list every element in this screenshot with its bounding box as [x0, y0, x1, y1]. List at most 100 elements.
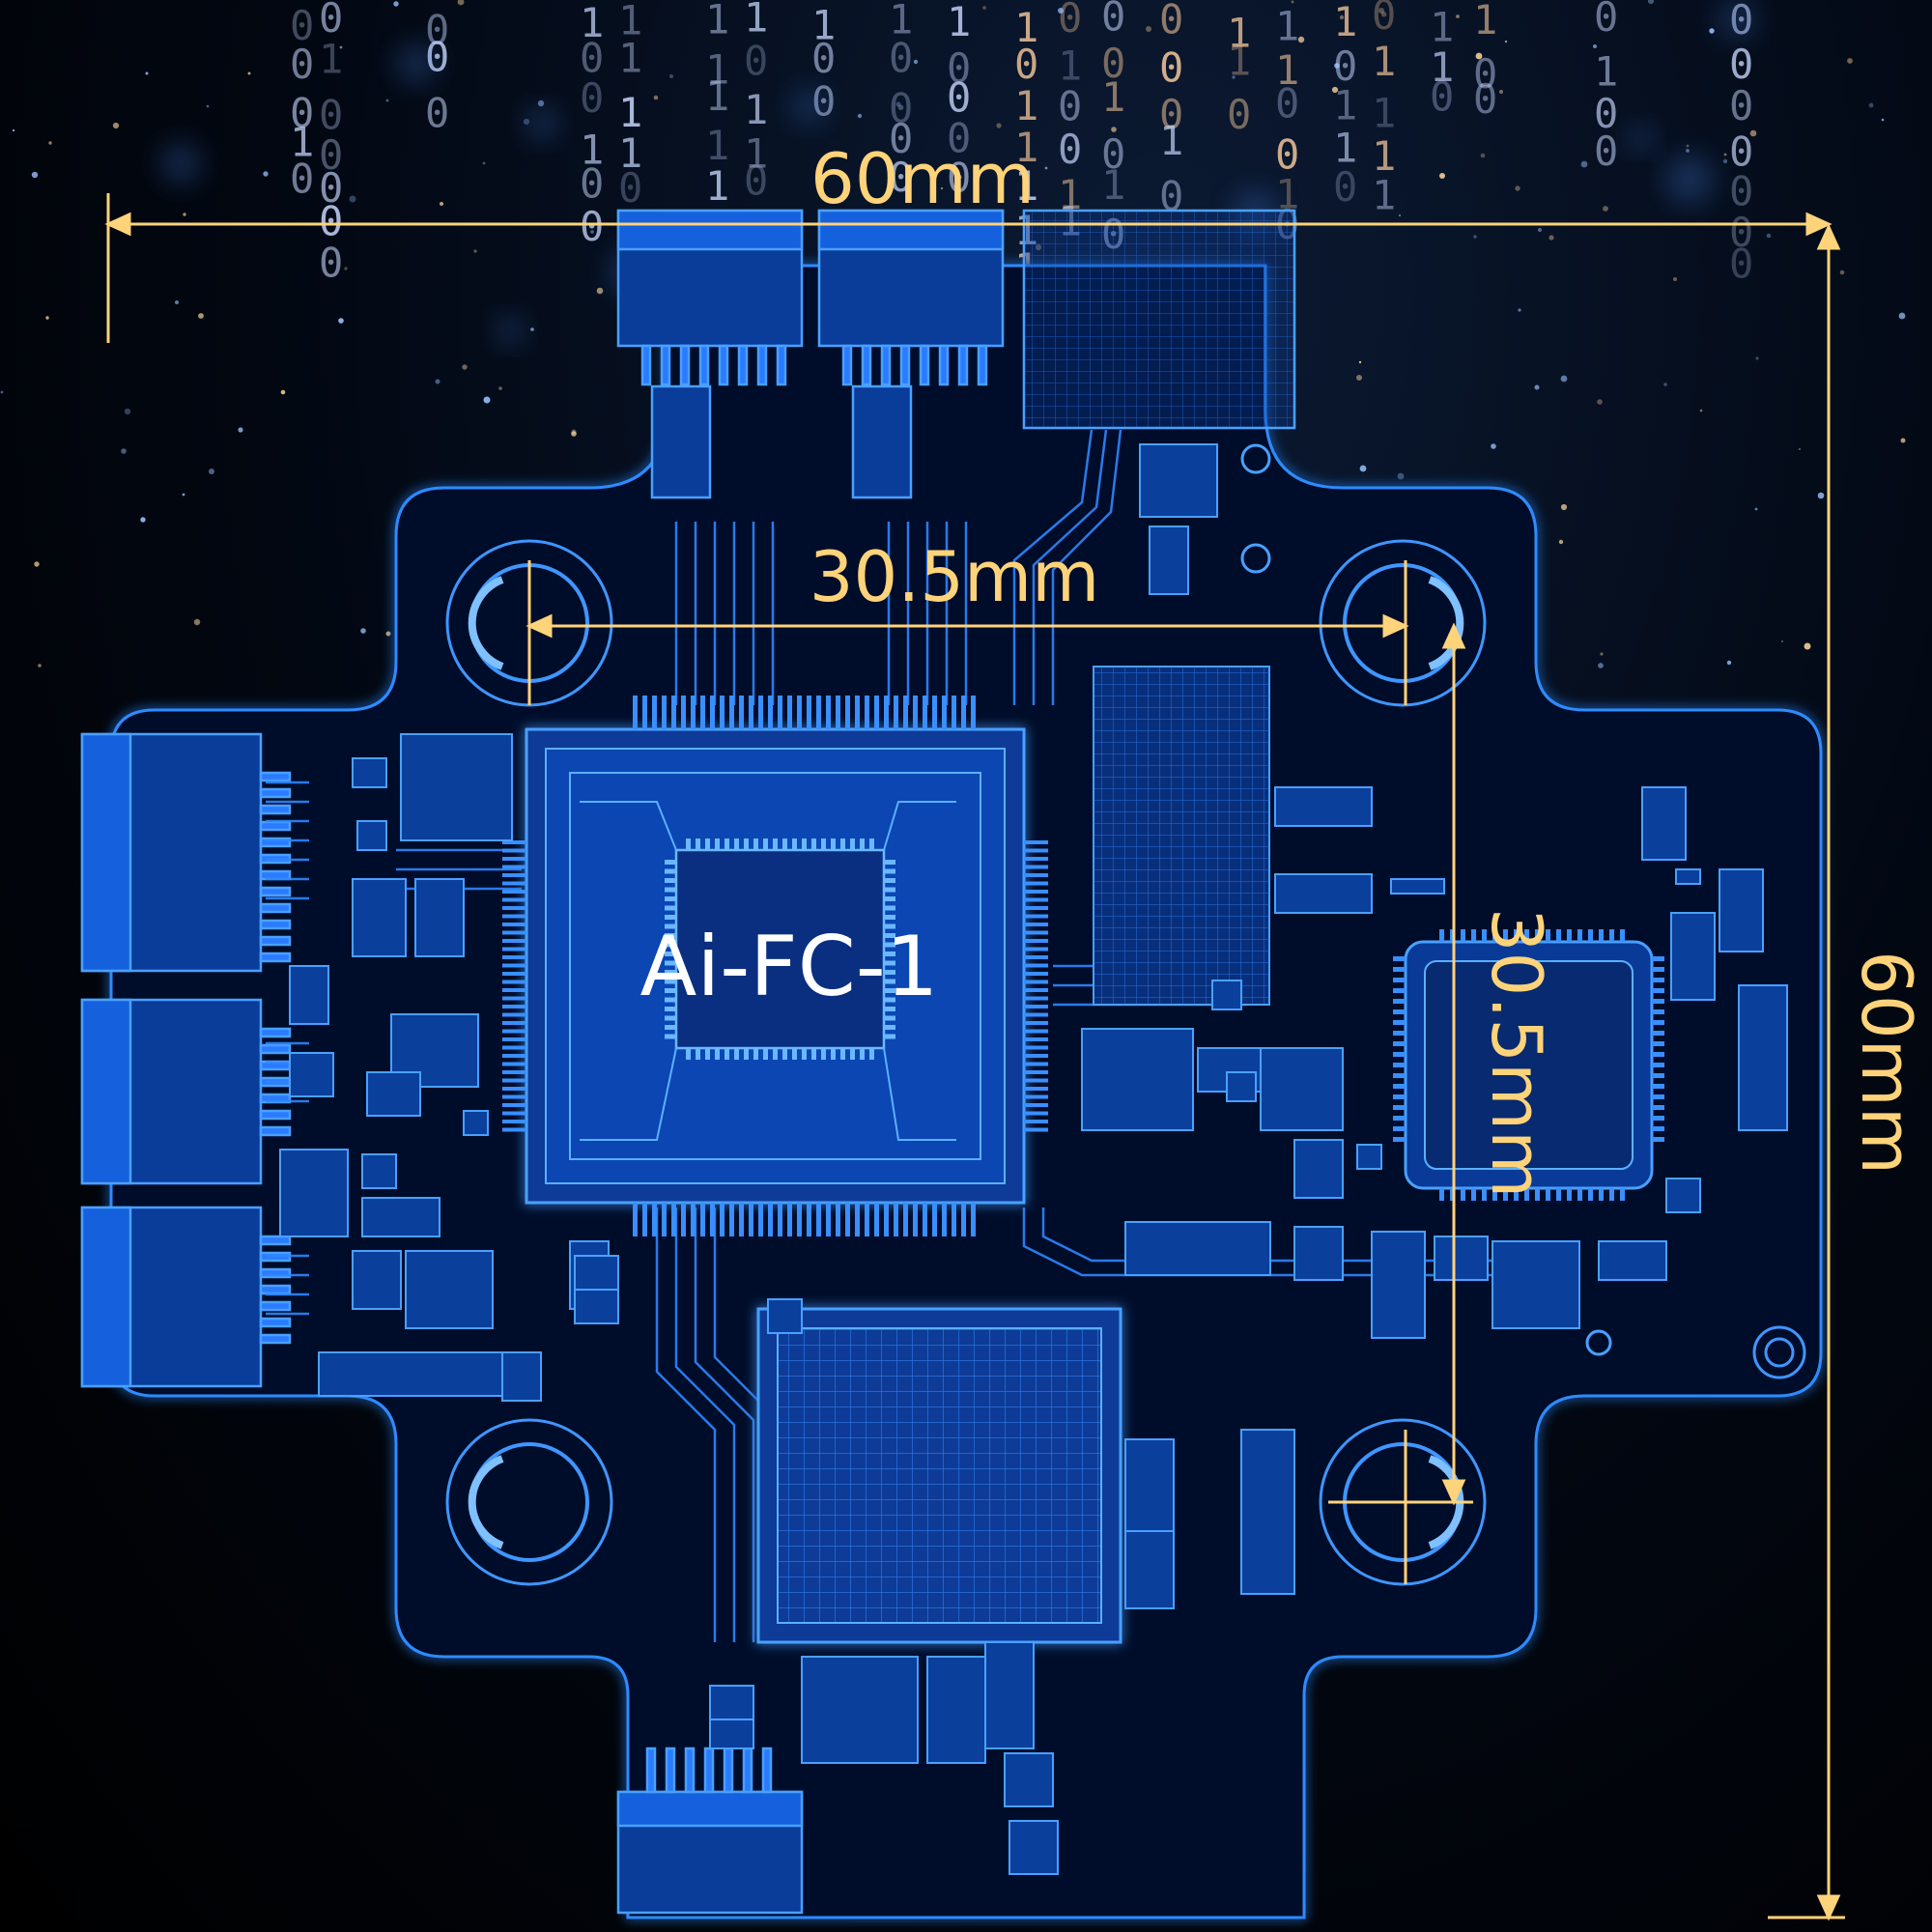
binary-digit: 1 [1159, 117, 1183, 164]
chip-pin [1024, 1087, 1048, 1091]
dimension-lines [104, 193, 1845, 1921]
mount-height-label: 30.5mm [1476, 908, 1557, 1199]
binary-digit: 0 [1275, 130, 1299, 178]
binary-digit: 0 [811, 35, 836, 82]
bokeh-dot [1331, 86, 1339, 94]
die-pin [665, 868, 676, 874]
die-pin [724, 838, 729, 850]
grid-module-right [1093, 666, 1270, 1006]
chip-pin [1024, 840, 1048, 844]
mounting-hole-bottom-left [445, 1418, 613, 1586]
die-pin [705, 838, 710, 850]
chip-pin [961, 1203, 966, 1236]
connector-left-1-face [80, 732, 132, 973]
binary-digit: 0 [947, 44, 971, 92]
smd-component [1670, 912, 1716, 1001]
binary-digit: 0 [1227, 91, 1251, 138]
chip-pin [884, 696, 889, 729]
chip-pin [502, 939, 526, 943]
binary-digit: 0 [319, 131, 343, 179]
bokeh-dot [198, 313, 204, 319]
connector-pin [957, 344, 969, 386]
chip-pin [502, 1111, 526, 1116]
bokeh-dot [1334, 63, 1340, 69]
binary-digit: 0 [889, 154, 913, 201]
smd-component [1641, 786, 1687, 861]
connector-pins-bottom [645, 1747, 773, 1794]
die-pin [802, 838, 807, 850]
bokeh-dot [1598, 663, 1604, 668]
die-pin [884, 1025, 895, 1030]
chip-pin [1393, 1116, 1406, 1121]
bokeh-dot [247, 71, 251, 75]
connector-pin [880, 344, 892, 386]
chip-pin [652, 1203, 657, 1236]
die-pin [665, 896, 676, 901]
binary-digit: 1 [744, 0, 768, 42]
smd-component [352, 878, 407, 957]
chip-pin [932, 1203, 937, 1236]
small-hole-right [1752, 1325, 1806, 1379]
bokeh-dot [193, 618, 201, 626]
chip-pin [502, 1070, 526, 1074]
die-pin [665, 1034, 676, 1039]
bokeh-dot [1804, 642, 1811, 650]
binary-digit: 1 [618, 0, 642, 43]
chip-pin [1652, 1063, 1664, 1067]
overall-height-label: 60mm [1846, 951, 1927, 1175]
bokeh-dot [1378, 8, 1384, 14]
connector-pin [977, 344, 988, 386]
chip-pin [913, 696, 918, 729]
bokeh-dot [1600, 652, 1604, 656]
chip-pin [502, 1012, 526, 1017]
bokeh-dot [457, 0, 465, 6]
chip-pin [942, 696, 947, 729]
connector-pin [761, 1747, 773, 1794]
bokeh-dot [1723, 153, 1727, 156]
bokeh-dot [982, 6, 986, 10]
smd-component [366, 1071, 421, 1117]
connector-pin [259, 1043, 292, 1055]
binary-digit: 0 [1473, 75, 1497, 123]
smd-component [984, 1641, 1035, 1749]
dimension-labels: 60mm 30.5mm 30.5mm 60mm [810, 138, 1927, 1198]
die-pin [773, 1048, 778, 1060]
connector-pin [776, 344, 787, 386]
bokeh-dot [1111, 127, 1117, 132]
chip-pin [1393, 1031, 1406, 1036]
chip-pin [1567, 1188, 1572, 1201]
binary-digit: 1 [1372, 89, 1396, 136]
binary-digit: 0 [1729, 82, 1753, 129]
smd-component [405, 1250, 494, 1329]
die-pin [884, 970, 895, 975]
bokeh-dot [857, 113, 863, 119]
binary-digit: 1 [290, 119, 314, 166]
connector-pin [742, 1747, 753, 1794]
die-pin [753, 838, 758, 850]
smd-component [926, 1656, 986, 1764]
die-pin [869, 838, 874, 850]
binary-digit: 1 [1333, 0, 1357, 45]
binary-digit: 1 [618, 129, 642, 177]
bokeh-dot [571, 431, 577, 437]
smd-component [574, 1255, 619, 1291]
chip-pin [502, 873, 526, 877]
chip-label: Ai-FC-1 [639, 919, 938, 1015]
bokeh-dot [1515, 185, 1520, 191]
binary-digit: 0 [1058, 0, 1082, 42]
smd-component [1226, 1071, 1257, 1102]
connector-pin [756, 344, 768, 386]
chip-pin [662, 696, 667, 729]
bokeh-dot [1726, 660, 1732, 666]
chip-pin [952, 1203, 956, 1236]
chip-pin [894, 696, 898, 729]
chip-pin [1652, 1126, 1664, 1131]
connector-pin [660, 344, 671, 386]
bokeh-dot [1881, 118, 1885, 122]
chip-pin [1024, 1120, 1048, 1123]
connector-pin [259, 1027, 292, 1038]
bokeh-dot [940, 186, 944, 190]
bokeh-blob [526, 108, 557, 139]
smd-component [1149, 526, 1189, 595]
binary-digit: 0 [1101, 0, 1125, 41]
